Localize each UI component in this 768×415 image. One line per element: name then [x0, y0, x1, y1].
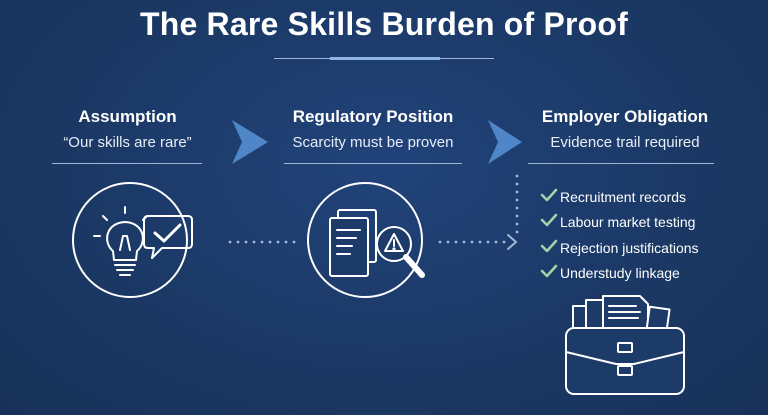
checklist-item-label: Labour market testing	[560, 214, 696, 231]
lightbulb-check-icon	[72, 182, 193, 298]
employer-heading: Employer Obligation	[541, 107, 709, 126]
list-item: Labour market testing	[538, 210, 699, 236]
checklist-item-label: Rejection justifications	[560, 239, 699, 256]
regulatory-divider	[284, 163, 462, 164]
arrow-right-icon	[507, 234, 518, 250]
assumption-divider	[52, 163, 202, 164]
list-item: Understudy linkage	[538, 261, 699, 287]
list-item: Recruitment records	[538, 184, 699, 210]
page-title: The Rare Skills Burden of Proof	[139, 6, 629, 42]
document-magnifier-warning-icon	[307, 182, 425, 298]
dotted-connector	[228, 240, 296, 244]
briefcase-documents-icon	[565, 295, 685, 395]
employer-divider	[528, 163, 714, 164]
check-icons	[540, 188, 558, 278]
dotted-connector	[438, 174, 519, 244]
chevron-right-icon	[488, 120, 522, 164]
title-underline-accent	[330, 57, 440, 60]
obligation-checklist: Recruitment records Labour market testin…	[538, 184, 699, 286]
chevron-right-icon	[232, 120, 268, 164]
employer-subtext: Evidence trail required	[550, 134, 700, 151]
regulatory-subtext: Scarcity must be proven	[292, 134, 454, 151]
checklist-item-label: Recruitment records	[560, 188, 687, 205]
regulatory-heading: Regulatory Position	[292, 107, 454, 126]
assumption-subtext: “Our skills are rare”	[63, 134, 192, 151]
checklist-item-label: Understudy linkage	[560, 265, 680, 282]
assumption-heading: Assumption	[78, 107, 177, 126]
list-item: Rejection justifications	[538, 235, 699, 261]
